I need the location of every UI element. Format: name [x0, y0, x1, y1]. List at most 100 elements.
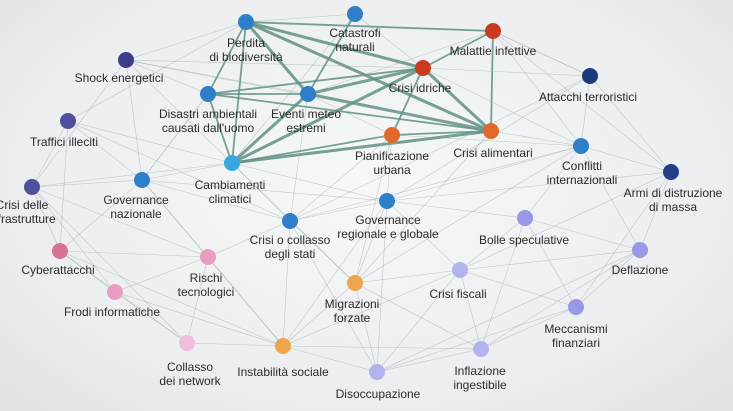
node-label-line: Frodi informatiche [64, 305, 160, 319]
node-dot-governance_reg[interactable] [379, 193, 395, 209]
edge-collasso_stati-cambiamenti [231, 162, 291, 222]
edge-armi-meccanismi [575, 171, 672, 308]
node-dot-crisi_alimentari[interactable] [483, 123, 499, 139]
edge-migrazioni-pianificazione [354, 134, 393, 284]
node-crisi_infra[interactable]: Crisi delleinfrastrutture [0, 179, 56, 226]
node-dot-malattie[interactable] [485, 23, 501, 39]
node-deflazione[interactable]: Deflazione [612, 242, 669, 277]
node-label-line: Malattie infettive [450, 44, 537, 58]
node-dot-deflazione[interactable] [632, 242, 648, 258]
node-dot-cyber[interactable] [52, 243, 68, 259]
node-dot-disastri[interactable] [200, 86, 216, 102]
node-label-disoccupazione: Disoccupazione [336, 387, 421, 401]
node-dot-bolle[interactable] [517, 210, 533, 226]
edge-governance_reg-pianificazione [386, 134, 393, 202]
node-dot-rischi_tech[interactable] [200, 249, 216, 265]
node-dot-crisi_infra[interactable] [24, 179, 40, 195]
node-dot-collasso_stati[interactable] [282, 213, 298, 229]
node-traffici[interactable]: Traffici illeciti [30, 113, 98, 149]
node-dot-instabilita[interactable] [275, 338, 291, 354]
node-dot-shock[interactable] [118, 52, 134, 68]
node-attacchi[interactable]: Attacchi terroristici [539, 68, 637, 104]
node-dot-pianificazione[interactable] [384, 127, 400, 143]
node-malattie[interactable]: Malattie infettive [450, 23, 537, 58]
node-dot-attacchi[interactable] [582, 68, 598, 84]
edge-malattie-attacchi [492, 30, 591, 77]
edge-crisi_idriche-conflitti [422, 67, 582, 147]
edge-governance_reg-disoccupazione [376, 200, 388, 373]
node-label-line: Migrazioni [325, 297, 380, 311]
node-dot-inflazione[interactable] [473, 341, 489, 357]
node-frodi[interactable]: Frodi informatiche [64, 284, 160, 319]
node-cyber[interactable]: Cyberattacchi [21, 243, 95, 277]
edge-attacchi-armi [589, 75, 672, 173]
node-dot-collasso_network[interactable] [179, 335, 195, 351]
node-dot-catastrofi[interactable] [347, 6, 363, 22]
edge-crisi_infra-cambiamenti [31, 162, 233, 188]
node-dot-disoccupazione[interactable] [369, 364, 385, 380]
node-label-cyber: Cyberattacchi [21, 263, 94, 277]
edge-cyber-rischi_tech [59, 250, 209, 258]
node-dot-perdita[interactable] [238, 14, 254, 30]
edge-traffici-cambiamenti [67, 120, 233, 164]
node-dot-armi[interactable] [663, 164, 679, 180]
node-crisi_fiscali[interactable]: Crisi fiscali [429, 262, 487, 301]
node-dot-crisi_fiscali[interactable] [452, 262, 468, 278]
node-crisi_alimentari[interactable]: Crisi alimentari [453, 123, 533, 160]
edge-frodi-instabilita [114, 291, 284, 347]
edge-bolle-deflazione [524, 217, 641, 251]
edge-rischi_tech-collasso_stati [207, 220, 291, 258]
node-label-malattie: Malattie infettive [450, 44, 537, 58]
node-dot-frodi[interactable] [107, 284, 123, 300]
node-crisi_idriche[interactable]: Crisi idriche [389, 60, 452, 95]
edge-governance_naz-collasso_stati [141, 179, 291, 222]
node-dot-traffici[interactable] [60, 113, 76, 129]
node-dot-governance_naz[interactable] [134, 172, 150, 188]
node-label-line: Cyberattacchi [21, 263, 94, 277]
node-label-instabilita: Instabilità sociale [237, 365, 329, 379]
node-label-line: finanziari [552, 336, 600, 350]
node-dot-crisi_idriche[interactable] [415, 60, 431, 76]
edge-rischi_tech-collasso_network [186, 256, 209, 344]
node-dot-migrazioni[interactable] [347, 275, 363, 291]
edge-deflazione-inflazione [480, 249, 641, 350]
node-dot-eventi[interactable] [300, 86, 316, 102]
node-dot-meccanismi[interactable] [568, 299, 584, 315]
edge-migrazioni-crisi_fiscali [354, 269, 461, 284]
edge-cambiamenti-governance_naz [141, 162, 233, 181]
edge-layer [31, 13, 672, 373]
node-dot-cambiamenti[interactable] [224, 155, 240, 171]
node-label-line: nazionale [110, 207, 162, 221]
edge-traffici-perdita [67, 21, 247, 122]
node-label-shock: Shock energetici [75, 71, 164, 85]
edge-perdita-disastri [207, 21, 247, 95]
edge-armi-crisi_fiscali [459, 171, 672, 271]
node-instabilita[interactable]: Instabilità sociale [237, 338, 329, 379]
node-disoccupazione[interactable]: Disoccupazione [336, 364, 421, 401]
node-bolle[interactable]: Bolle speculative [479, 210, 569, 247]
edge-eventi-pianificazione [307, 93, 393, 136]
edge-conflitti-collasso_stati [289, 145, 582, 222]
node-dot-conflitti[interactable] [573, 138, 589, 154]
edge-traffici-collasso_stati [67, 120, 291, 222]
node-shock[interactable]: Shock energetici [75, 52, 164, 85]
node-label-line: Collasso [167, 360, 213, 374]
node-label-line: Disastri ambientali [159, 107, 257, 121]
